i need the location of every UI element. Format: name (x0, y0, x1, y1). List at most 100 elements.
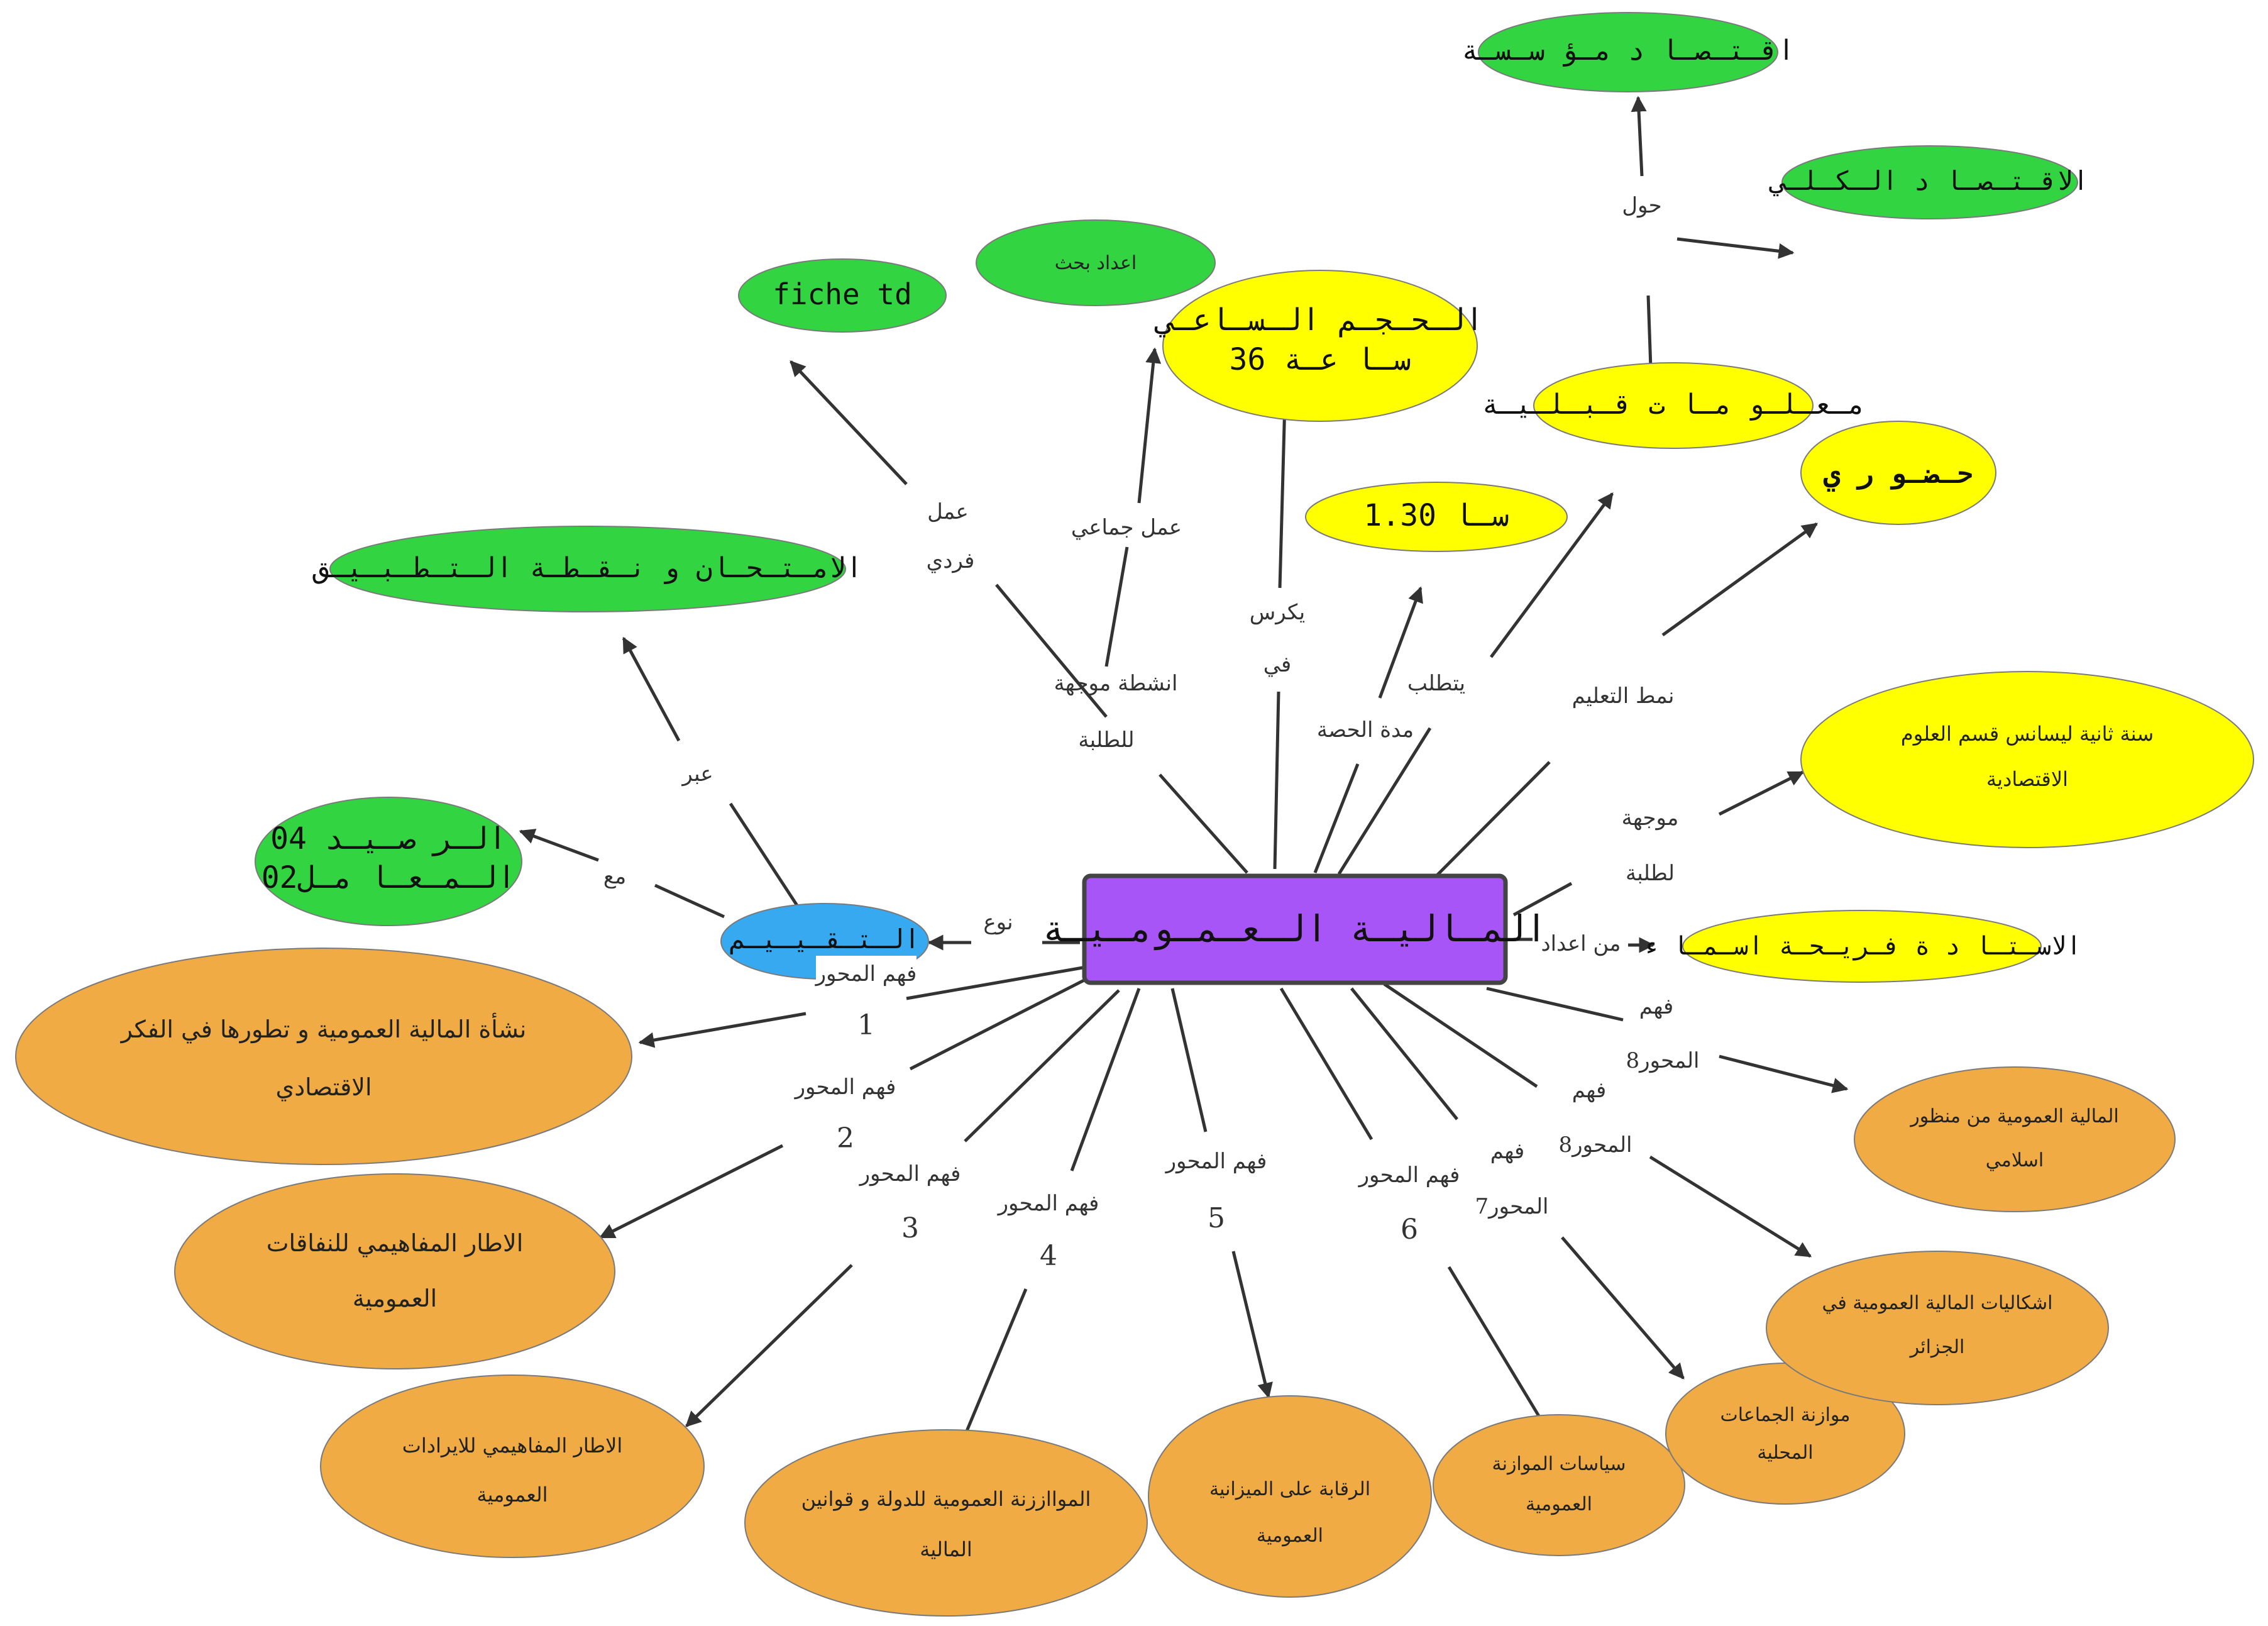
axis-6-line2: العمومية (1526, 1493, 1592, 1515)
label-anshita-line1: انشطة موجهة (1054, 671, 1178, 696)
node-hudhuri-label: حـضـو ر ي (1824, 458, 1973, 492)
axis-4-line2: المالية (920, 1537, 972, 1561)
label-abr: عبر (681, 761, 713, 787)
edge-axis3-ellipse (685, 1264, 853, 1427)
label-min-idad: من اعداد (1541, 931, 1621, 956)
label-num-4: 4 (1040, 1240, 1057, 1272)
axis-ellipse-2[interactable]: الاطار المفاهيمي للنفاقات العمومية (174, 1173, 615, 1369)
label-namat: نمط التعليم (1572, 683, 1675, 709)
edge-central-axis7 (1350, 987, 1458, 1120)
axis-5-line2: العمومية (1257, 1525, 1323, 1547)
label-num-1: 1 (857, 1009, 875, 1041)
label-fahm-2: فهم المحور (794, 1075, 896, 1100)
axis-ellipse-4[interactable]: الموااززنة العمومية للدولة و قوانين الما… (744, 1429, 1148, 1617)
node-hajm-saai[interactable]: الـحـجـم الـسـاعـي سـا عـة 36 (1154, 270, 1484, 422)
label-fardi: فردي (927, 548, 975, 573)
edge-central-axis1 (906, 965, 1087, 1000)
node-fiche-td-label: fiche td (773, 277, 912, 311)
edge-muddat-sa130 (1378, 586, 1423, 699)
node-hajm-line1: الـحـجـم الـسـاعـي (1154, 302, 1484, 338)
edge-central-axis5 (1170, 988, 1208, 1132)
edge-axis4-ellipse (960, 1288, 1028, 1444)
edge-anshita-jamai (1104, 546, 1129, 667)
edge-axis2-ellipse (598, 1144, 784, 1239)
edge-namat-hudhuri (1661, 522, 1819, 637)
edge-hawl-iqtisad-kulli (1676, 237, 1795, 259)
label-mihwar7: المحور7 (1475, 1194, 1548, 1219)
edge-maalumat-hawl (1646, 295, 1653, 368)
edge-yatatallab-maalumat (1489, 492, 1614, 658)
axis-7-line1: موازنة الجماعات (1720, 1404, 1851, 1426)
label-yatatallab: يتطلب (1407, 671, 1465, 696)
edge-central-muwajjaha (1512, 882, 1573, 917)
node-imtihan-label: الامـتـحـان و نـقـطـة الـتـطـبـيـق (312, 552, 862, 584)
node-iqtisad-muassasa[interactable]: اقـتـصـا د مـؤ سـسـة (1462, 12, 1795, 92)
edges (519, 96, 1849, 1444)
label-amal: عمل (927, 499, 969, 524)
edge-central-axis2 (909, 970, 1103, 1071)
node-iqtisad-muassasa-label: اقـتـصـا د مـؤ سـسـة (1462, 35, 1795, 67)
node-sa130-label: سـا 1.30 (1363, 498, 1509, 533)
label-fi: في (1263, 652, 1292, 677)
axis-ellipse-1[interactable]: نشأة المالية العمومية و تطورها في الفكر … (15, 948, 632, 1165)
node-idad-bahth[interactable]: اعداد بحث (976, 219, 1216, 306)
label-num-6: 6 (1401, 1214, 1418, 1246)
edge-jamai-idad (1137, 347, 1162, 504)
axis-ellipse-6[interactable]: سياسات الموازنة العمومية (1433, 1414, 1685, 1556)
axis-9-line2: اسلامي (1986, 1149, 2044, 1171)
node-maalumat-label: مـعـلـو مـا ت قـبـلـيـة (1482, 389, 1864, 421)
axis-ellipse-7[interactable]: موازنة الجماعات المحلية (1665, 1363, 1905, 1505)
label-fahm-1: فهم المحور (815, 961, 917, 987)
axis-ellipse-9[interactable]: المالية العمومية من منظور اسلامي (1854, 1066, 2176, 1212)
label-num-2: 2 (837, 1122, 854, 1154)
node-ustadha[interactable]: الاسـتـا د ة فـريـحـة اسـمـا ء (1643, 910, 2081, 983)
label-mihwar8a: المحور8 (1558, 1132, 1632, 1158)
edge-axis1-ellipse (638, 1012, 806, 1048)
node-rasid-line2: الـمـعـا مـل02 (261, 860, 516, 895)
node-rasid[interactable]: الـر صـيـد 04 الـمـعـا مـل02 (255, 797, 522, 926)
edge-axis7-ellipse (1561, 1236, 1685, 1380)
label-fahm-4: فهم المحور (997, 1191, 1099, 1216)
edge-central-yatatallab (1337, 727, 1432, 875)
node-fiche-td[interactable]: fiche td (738, 258, 947, 333)
edge-central-axis9 (1486, 987, 1624, 1022)
label-muddat: مدة الحصة (1317, 717, 1414, 743)
axis-4-line1: الموااززنة العمومية للدولة و قوانين (801, 1487, 1091, 1511)
axis-ellipse-3[interactable]: الاطار المفاهيمي للايرادات العمومية (320, 1374, 705, 1558)
axis-ellipse-5[interactable]: الرقابة على الميزانية العمومية (1148, 1395, 1432, 1598)
node-iqtisad-kulli[interactable]: الاقـتـصـا د الـكـلـي (1769, 145, 2089, 219)
label-fahm-6: فهم المحور (1358, 1163, 1460, 1188)
edge-axis8-ellipse (1649, 1155, 1812, 1258)
node-sana-line1: سنة ثانية ليسانس قسم العلوم (1901, 722, 2154, 746)
axis-1-line1: نشأة المالية العمومية و تطورها في الفكر (120, 1013, 527, 1044)
label-maa: مع (603, 864, 626, 889)
label-mihwar8b: المحور8 (1626, 1048, 1699, 1073)
node-sa130[interactable]: سـا 1.30 (1305, 482, 1568, 552)
central-node[interactable]: المـاليـة الـعـمـومـيـة (1042, 873, 1548, 985)
node-sana-thania[interactable]: سنة ثانية ليسانس قسم العلوم الاقتصادية (1800, 671, 2254, 848)
edge-abr-imtihan (622, 636, 681, 742)
edge-central-anshita (1159, 773, 1248, 874)
node-imtihan[interactable]: الامـتـحـان و نـقـطـة الـتـطـبـيـق (312, 526, 862, 612)
edge-central-yukris (1273, 691, 1280, 870)
axis-3-line1: الاطار المفاهيمي للايرادات (402, 1434, 623, 1457)
edge-labels: حول عمل فردي عمل جماعي انشطة موجهة للطلب… (603, 193, 1700, 1272)
edge-axis9-ellipse (1719, 1054, 1849, 1093)
axis-1-line2: الاقتصادي (275, 1073, 372, 1101)
node-ustadha-label: الاسـتـا د ة فـريـحـة اسـمـا ء (1643, 932, 2081, 961)
label-yukris: يكرس (1250, 600, 1306, 625)
edge-central-muddat (1313, 763, 1360, 873)
axis-3-line2: العمومية (476, 1483, 548, 1507)
edge-taqyim-maa (654, 883, 725, 919)
edge-central-axis6 (1279, 987, 1373, 1141)
label-naw: نوع (983, 910, 1013, 935)
label-fahm-8a: فهم (1572, 1078, 1607, 1103)
label-fahm-7: فهم (1490, 1139, 1525, 1164)
axis-ellipse-8[interactable]: اشكاليات المالية العمومية في الجزائر (1766, 1251, 2109, 1405)
label-muwajjaha: موجهة (1622, 805, 1679, 831)
label-amal-jamai: عمل جماعي (1071, 515, 1182, 540)
node-maalumat[interactable]: مـعـلـو مـا ت قـبـلـيـة (1482, 362, 1865, 449)
node-rasid-line1: الـر صـيـد 04 (270, 821, 507, 856)
node-hudhuri[interactable]: حـضـو ر ي (1800, 421, 1996, 525)
axis-2-line2: العمومية (353, 1285, 437, 1313)
